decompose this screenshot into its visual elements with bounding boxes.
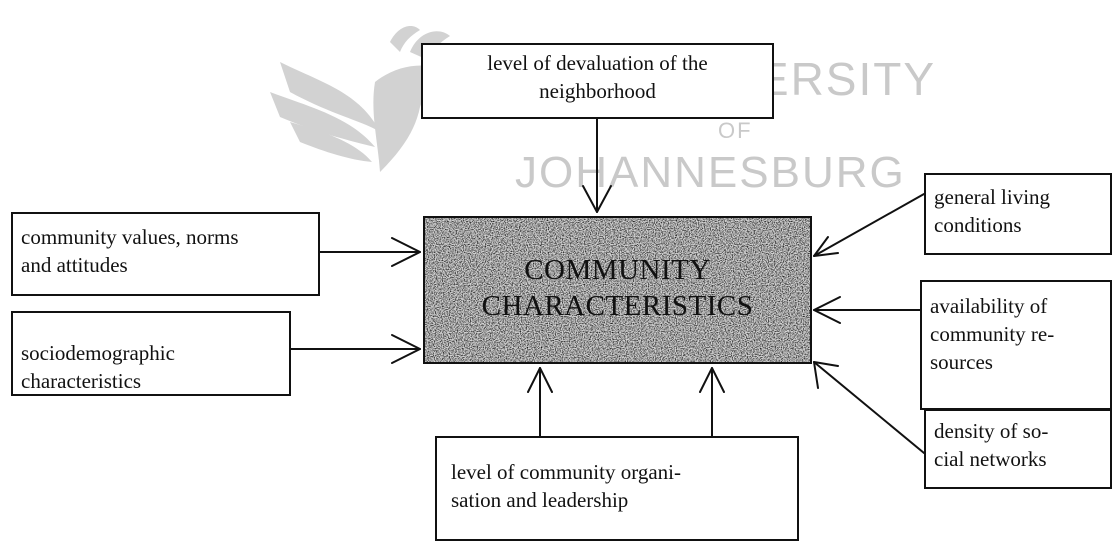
box-community-values: community values, norms and attitudes bbox=[11, 212, 320, 296]
box-networks-line-2: cial networks bbox=[934, 447, 1047, 471]
box-general-living: general living conditions bbox=[924, 173, 1112, 255]
stipple-texture bbox=[425, 218, 810, 362]
box-values-line-1: community values, norms bbox=[21, 225, 239, 249]
central-title-line-1: COMMUNITY bbox=[524, 254, 711, 286]
box-devaluation-line-1: level of devaluation of the bbox=[487, 51, 708, 75]
watermark-of: OF bbox=[718, 118, 753, 143]
box-social-networks: density of so- cial networks bbox=[924, 409, 1112, 489]
box-community-resources: availability of community re- sources bbox=[920, 280, 1112, 410]
box-organisation-line-1: level of community organi- bbox=[451, 460, 681, 484]
box-networks-line-1: density of so- bbox=[934, 419, 1049, 443]
box-sociodemographic-line-2: characteristics bbox=[21, 369, 142, 393]
university-logo-watermark bbox=[270, 26, 455, 172]
community-characteristics-box: COMMUNITY CHARACTERISTICS bbox=[423, 216, 812, 364]
central-title: COMMUNITY CHARACTERISTICS bbox=[425, 252, 810, 324]
central-title-line-2: CHARACTERISTICS bbox=[481, 290, 754, 322]
box-sociodemographic: sociodemographic characteristics bbox=[11, 311, 291, 396]
box-resources-line-1: availability of bbox=[930, 294, 1048, 318]
box-living-line-1: general living bbox=[934, 185, 1051, 209]
box-community-organisation: level of community organi- sation and le… bbox=[435, 436, 799, 541]
box-devaluation-line-2: neighborhood bbox=[539, 79, 656, 103]
watermark-johannesburg: JOHANNESBURG bbox=[515, 148, 906, 197]
box-living-line-2: conditions bbox=[934, 213, 1022, 237]
box-sociodemographic-line-1: sociodemographic bbox=[21, 341, 175, 365]
arrow-networks bbox=[813, 361, 925, 454]
arrow-living bbox=[813, 193, 925, 257]
box-values-line-2: and attitudes bbox=[21, 253, 128, 277]
box-resources-line-3: sources bbox=[930, 350, 993, 374]
box-resources-line-2: community re- bbox=[930, 322, 1055, 346]
box-organisation-line-2: sation and leadership bbox=[451, 488, 629, 512]
box-devaluation: level of devaluation of the neighborhood bbox=[421, 43, 774, 119]
